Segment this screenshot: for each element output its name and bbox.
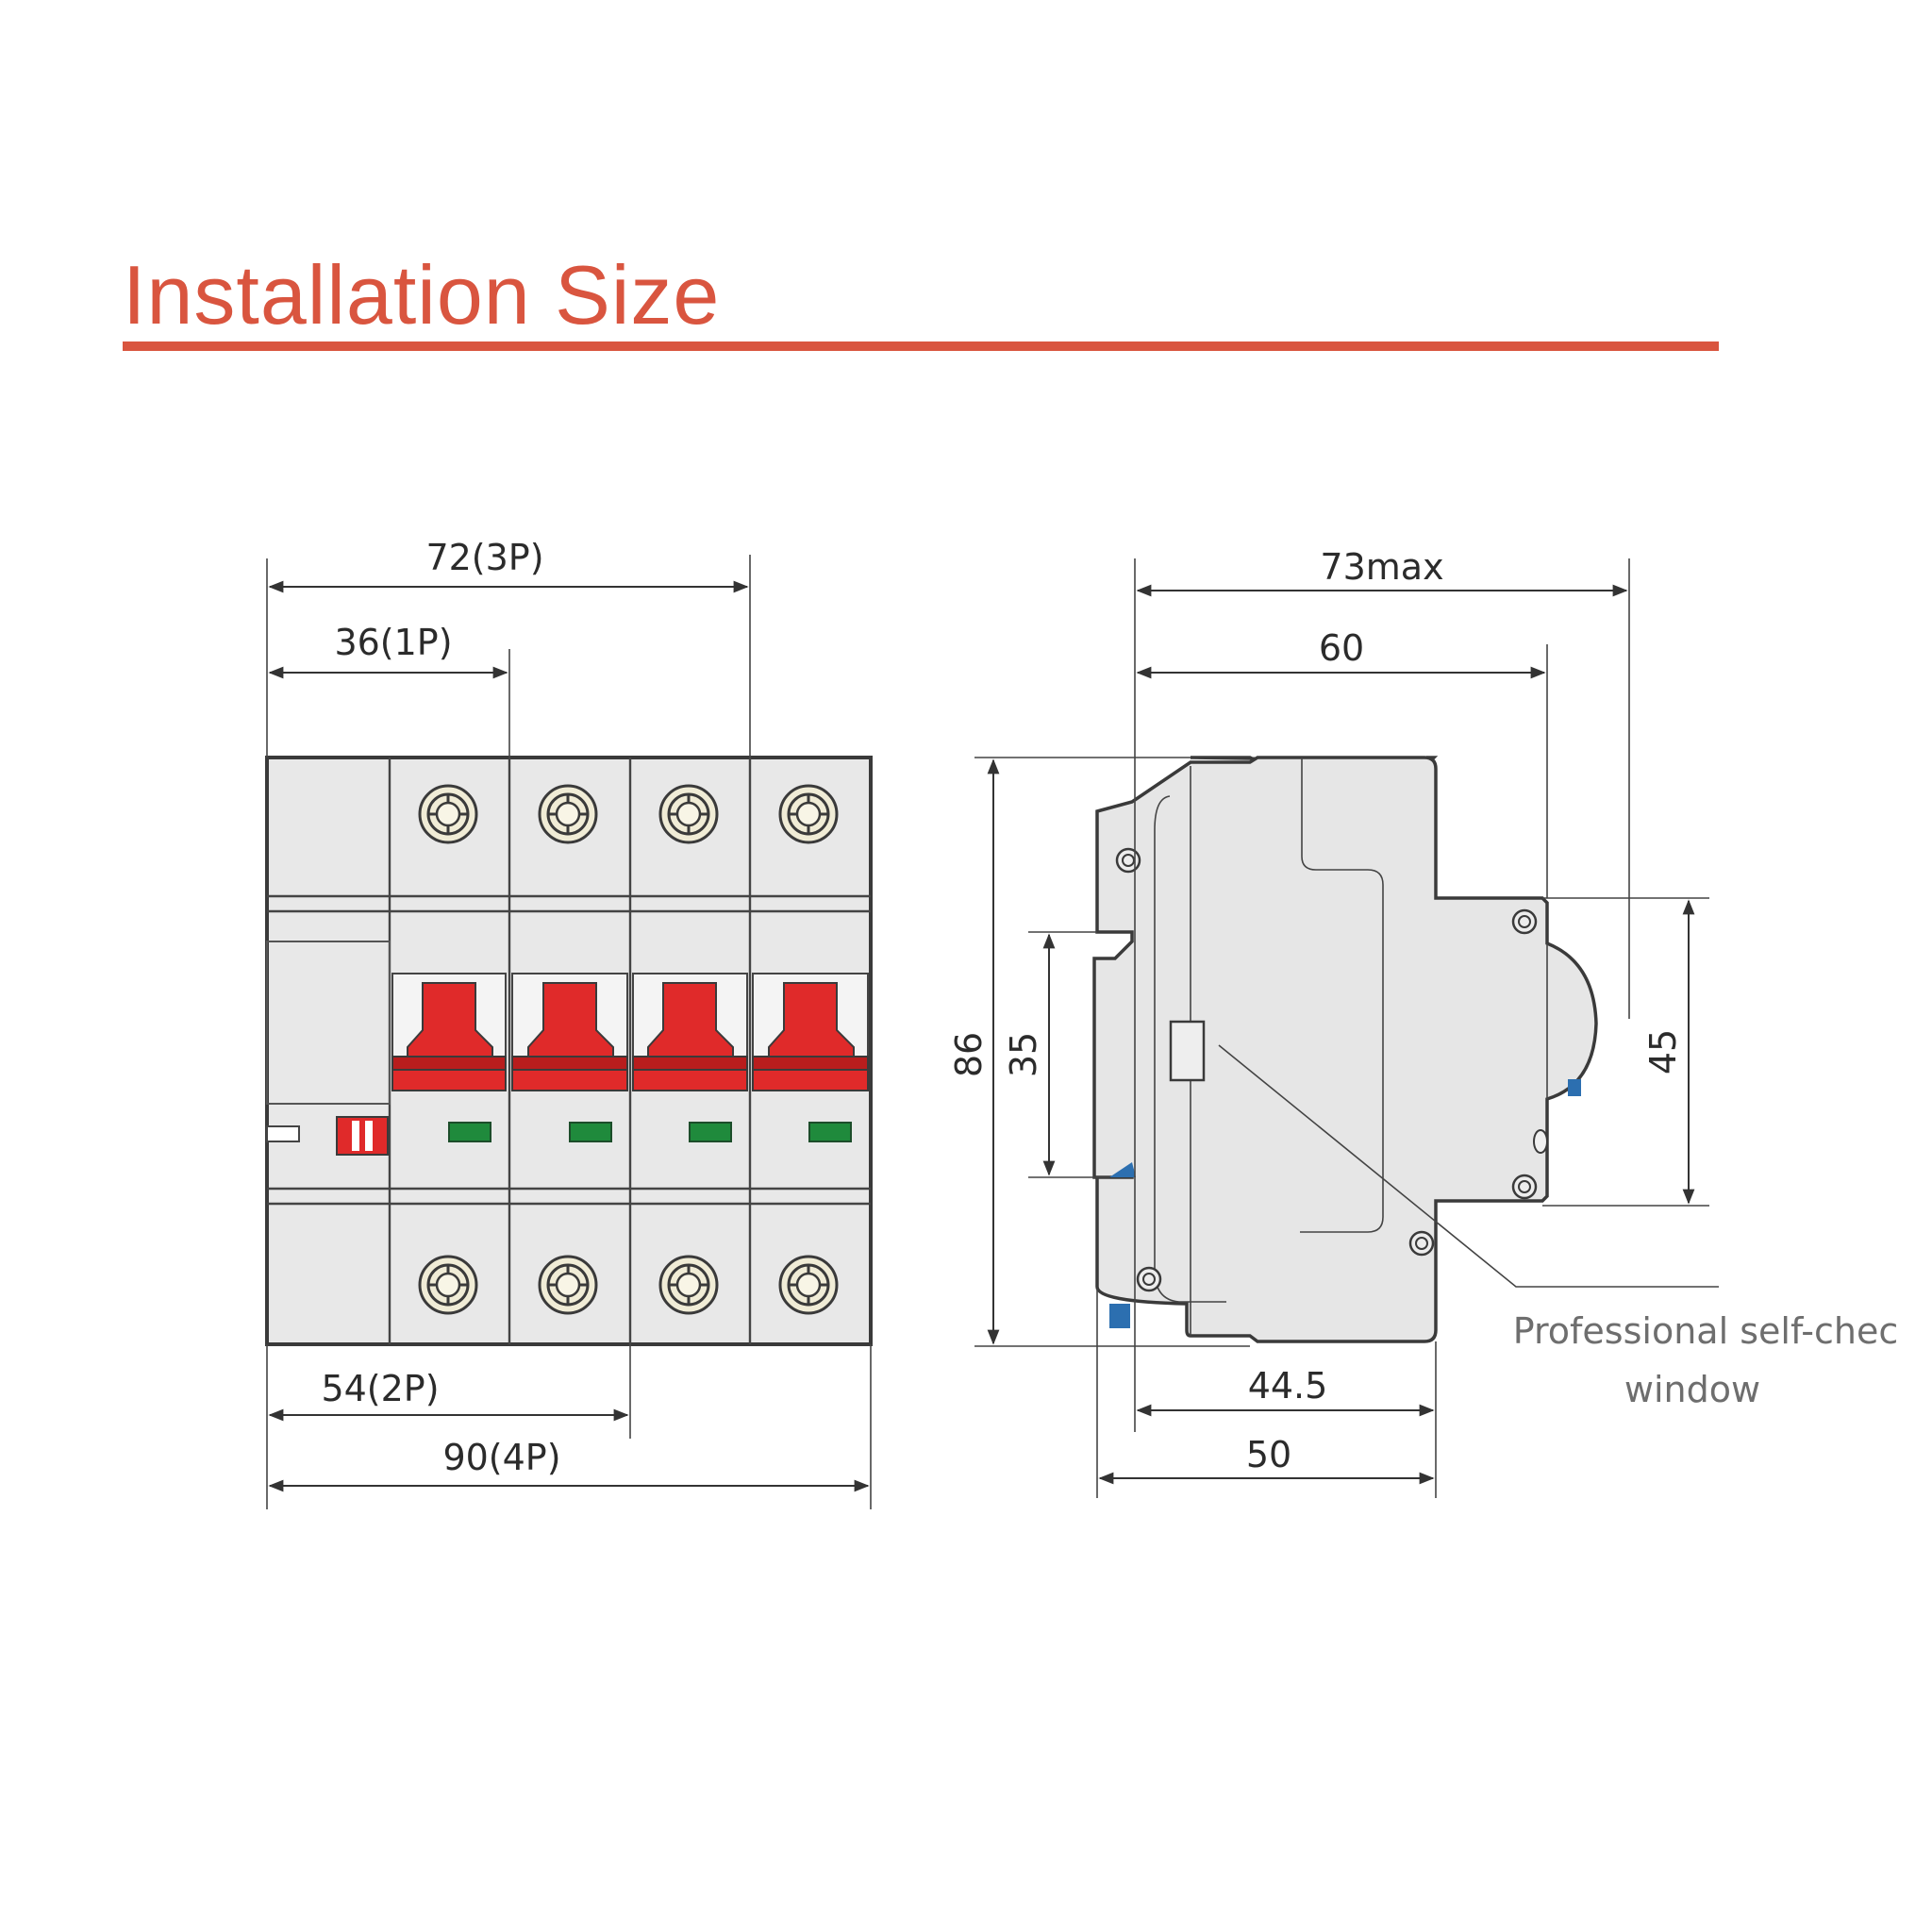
bottom-terminal-icon xyxy=(778,1255,839,1315)
pole-handle xyxy=(511,973,628,1142)
indicator-light-icon xyxy=(448,1122,491,1142)
test-button xyxy=(336,1116,389,1156)
top-terminal-icon xyxy=(538,784,598,844)
front-view: 72(3P) 36(1P) 54(2P) 90(4P) xyxy=(265,537,873,1509)
screw-icon xyxy=(1115,847,1141,874)
side-body-outline xyxy=(1092,756,1598,1343)
top-terminal-icon xyxy=(658,784,719,844)
dim-label-73max: 73max xyxy=(1320,546,1443,588)
dim-label-90-4p: 90(4P) xyxy=(442,1437,560,1478)
dim-label-60: 60 xyxy=(1319,627,1364,669)
bottom-terminal-icon xyxy=(658,1255,719,1315)
dim-label-72-3p: 72(3P) xyxy=(425,537,543,578)
screw-icon xyxy=(1511,908,1538,935)
screw-icon xyxy=(1408,1230,1435,1257)
indicator-light-icon xyxy=(689,1122,732,1142)
pole-handle xyxy=(632,973,748,1142)
indicator-light-icon xyxy=(808,1122,852,1142)
pole-handle xyxy=(391,973,507,1142)
rail-clip-icon xyxy=(1568,1079,1581,1096)
callout-text-line2: window xyxy=(1624,1369,1760,1410)
top-terminal-icon xyxy=(418,784,478,844)
self-check-window xyxy=(1169,1020,1206,1082)
dim-label-50: 50 xyxy=(1246,1434,1291,1475)
pole-handle xyxy=(752,973,869,1142)
callout-leader xyxy=(1218,1044,1719,1288)
screw-icon xyxy=(1511,1174,1538,1200)
page-title: Installation Size xyxy=(123,248,721,341)
side-view: 73max 60 86 35 45 44.5 50 Professional s… xyxy=(948,546,1898,1498)
dim-label-35: 35 xyxy=(1003,1032,1044,1077)
dim-label-54-2p: 54(2P) xyxy=(321,1368,439,1409)
top-terminal-icon xyxy=(778,784,839,844)
callout-text-line1: Professional self-chec xyxy=(1513,1310,1898,1352)
dim-label-44-5: 44.5 xyxy=(1248,1365,1328,1407)
screw-icon xyxy=(1136,1266,1162,1292)
bottom-terminal-icon xyxy=(418,1255,478,1315)
title-underline xyxy=(123,341,1719,351)
bottom-terminal-icon xyxy=(538,1255,598,1315)
indicator-light-icon xyxy=(569,1122,612,1142)
dim-label-36-1p: 36(1P) xyxy=(334,622,452,663)
rail-clip-icon xyxy=(1109,1162,1136,1177)
rail-clip-icon xyxy=(1109,1304,1130,1328)
dim-label-45: 45 xyxy=(1642,1029,1684,1074)
dim-label-86: 86 xyxy=(948,1032,990,1077)
